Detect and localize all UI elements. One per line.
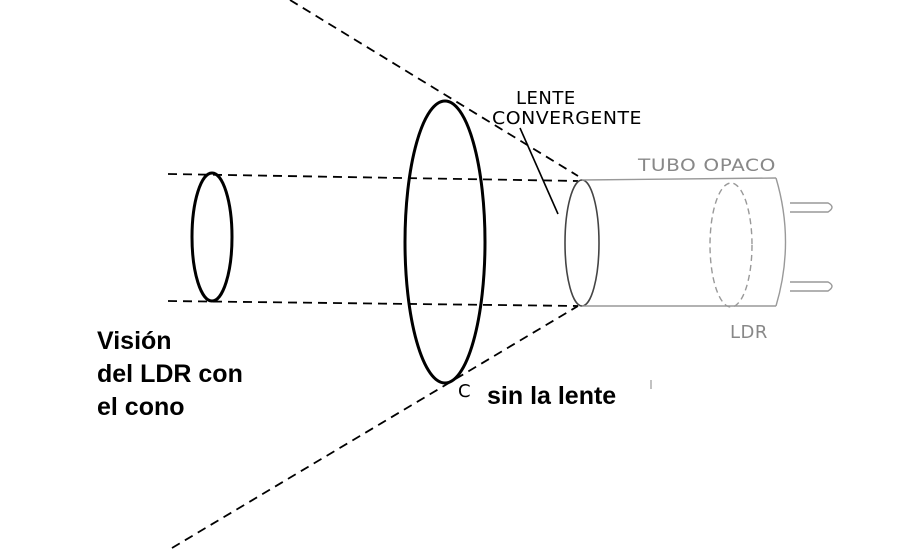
vision-caption-line1: Visión bbox=[97, 327, 172, 355]
converging-lens bbox=[564, 179, 600, 307]
small-view-ellipse bbox=[190, 171, 234, 303]
parallel-upper-dashed-line bbox=[167, 173, 579, 182]
opaque-tube bbox=[581, 177, 787, 307]
tube-label: TUBO OPACO bbox=[637, 156, 776, 176]
point-label: C bbox=[458, 381, 471, 402]
without-lens-caption: sin la lente bbox=[487, 382, 617, 410]
vision-caption-line3: el cono bbox=[97, 393, 185, 421]
vision-caption-line2: del LDR con bbox=[97, 360, 243, 388]
parallel-lower-dashed-line bbox=[167, 300, 579, 307]
large-view-ellipse bbox=[403, 99, 487, 385]
ldr-component bbox=[709, 182, 753, 308]
cone-upper-dashed-line bbox=[289, 0, 579, 177]
lens-label-line1: LENTE bbox=[516, 88, 576, 109]
cone-lower-dashed-line bbox=[171, 305, 579, 549]
lens-label-line2: CONVERGENTE bbox=[492, 108, 642, 129]
lens-pointer-line bbox=[519, 127, 559, 215]
ldr-pins bbox=[790, 202, 833, 292]
ldr-label: LDR bbox=[730, 322, 768, 343]
vision-caption: Visión del LDR con el cono bbox=[97, 325, 337, 424]
